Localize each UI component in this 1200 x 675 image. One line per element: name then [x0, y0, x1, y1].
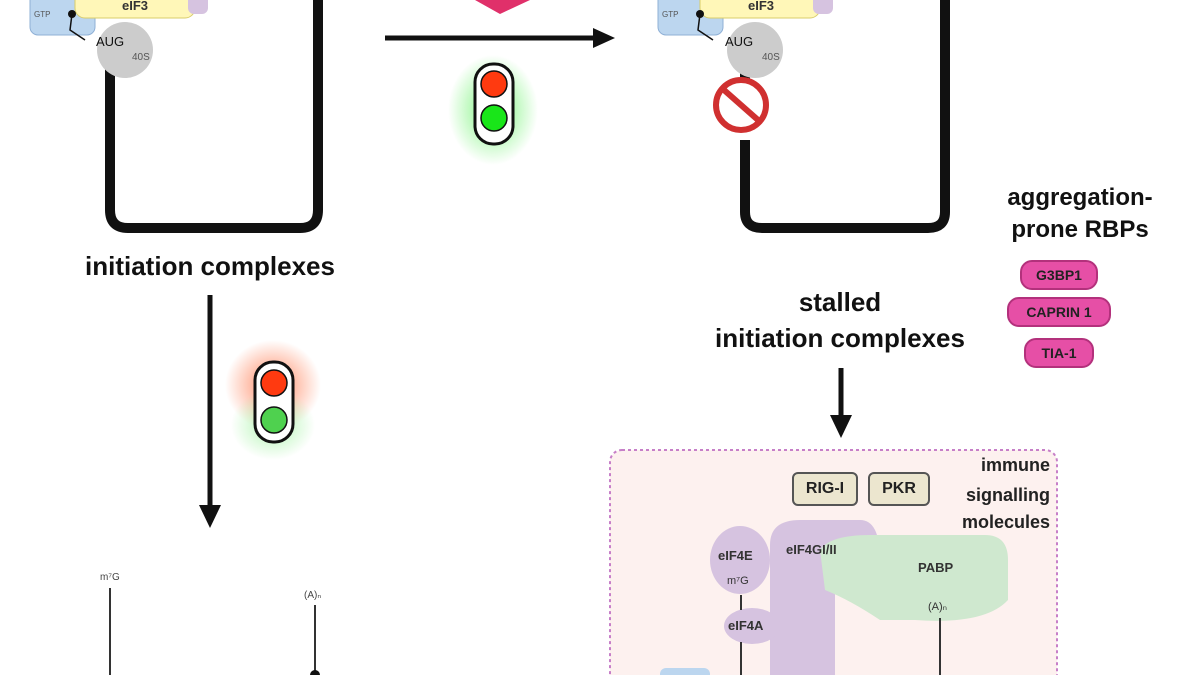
stress-granule	[609, 449, 1058, 675]
traffic-light-left-icon	[225, 340, 321, 460]
stalled-label-line1: stalled	[798, 287, 882, 317]
initiation-complexes-label: initiation complexes	[85, 251, 335, 281]
right-initiation-complex	[657, 0, 950, 233]
granule-cap-label: m⁷G	[727, 575, 749, 587]
traffic-light-top-icon	[448, 55, 538, 165]
right-40s-subunit	[727, 22, 783, 78]
free-mrna	[109, 588, 320, 675]
left-mrna-loop	[105, 0, 323, 233]
eif4a-shape	[724, 608, 780, 644]
eif4e-shape	[710, 526, 770, 594]
eif4e-label: eIF4E	[718, 548, 753, 563]
left-40s-subunit	[97, 22, 153, 78]
eif4a-label: eIF4A	[728, 618, 764, 633]
rbp-title-line1: aggregation-	[1007, 184, 1153, 211]
left-purple-factor	[188, 0, 208, 14]
left-initiation-complex	[29, 0, 323, 233]
right-gtp-label: GTP	[662, 10, 679, 19]
mrna-cap-label: m⁷G	[100, 572, 120, 583]
immune-label-line3: molecules	[961, 512, 1050, 532]
left-aug-label: AUG	[96, 34, 125, 49]
rbp-title-line2: prone RBPs	[1011, 216, 1149, 243]
immune-label-line2: signalling	[965, 485, 1050, 505]
granule-polya-label: (A)ₙ	[928, 601, 948, 613]
left-40s-label: 40S	[132, 52, 150, 63]
rbp-pill-g3bp1: G3BP1	[1020, 260, 1098, 290]
rbp-pill-tia1: TIA-1	[1024, 338, 1094, 368]
horizontal-arrow	[385, 28, 615, 48]
right-eif3-label: eIF3	[748, 0, 775, 13]
vertical-arrow-right	[830, 368, 852, 438]
rbp-pill-caprin1: CAPRIN 1	[1007, 297, 1111, 327]
pabp-label: PABP	[918, 560, 954, 575]
stop-sign-icon	[713, 77, 769, 133]
immune-label-line1: immune	[980, 455, 1050, 475]
mrna-polya-label: (A)ₙ	[304, 590, 322, 601]
immune-box-rig-i: RIG-I	[792, 472, 858, 506]
stalled-label-line2: initiation complexes	[715, 323, 965, 353]
left-eif3-label: eIF3	[122, 0, 149, 13]
right-40s-label: 40S	[762, 52, 780, 63]
immune-box-pkr: PKR	[868, 472, 930, 506]
left-gtp-label: GTP	[34, 10, 51, 19]
pabp-shape	[820, 535, 1008, 621]
right-aug-label: AUG	[725, 34, 754, 49]
eif4g-label: eIF4GI/II	[786, 542, 837, 557]
vertical-arrow-left	[199, 295, 221, 528]
top-pink-marker	[475, 0, 530, 14]
